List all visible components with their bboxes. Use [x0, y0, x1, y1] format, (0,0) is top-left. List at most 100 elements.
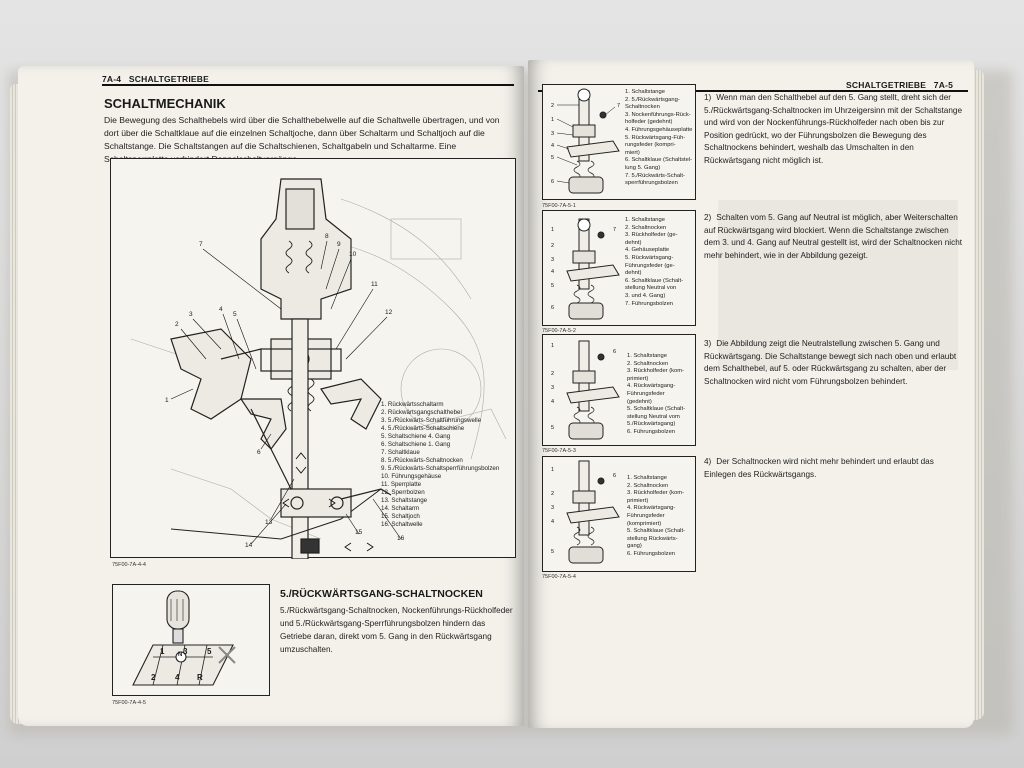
legend-item: lung 5. Gang) — [625, 164, 661, 171]
callout-1: 1 — [165, 397, 169, 404]
paragraph-3: 3) Die Abbildung zeigt die Neutralstellu… — [704, 338, 964, 388]
legend-item: 4. Rückwärtsgang- — [627, 383, 676, 390]
svg-text:6: 6 — [551, 179, 554, 185]
svg-text:6: 6 — [613, 349, 616, 355]
svg-text:4: 4 — [551, 269, 554, 275]
legend-item: gang) — [627, 543, 642, 550]
legend-item: 6. Schaltschiene 1. Gang — [381, 441, 451, 448]
svg-text:2: 2 — [551, 243, 554, 249]
figure-code: 75F00-7A-5-3 — [542, 448, 576, 454]
legend-item: 5./Rückwärtsgang) — [627, 421, 676, 428]
callout-10: 10 — [349, 251, 357, 258]
paragraph-1: 1) Wenn man den Schalthebel auf den 5. G… — [704, 92, 964, 168]
shift-pattern-figure: 1 3 5 2 4 R N — [112, 584, 270, 696]
paragraph-number: 2) — [704, 213, 712, 222]
shift-pattern-drawing — [132, 590, 236, 686]
main-figure: 1 2 3 4 5 6 7 8 9 10 11 12 13 14 15 16 1… — [110, 158, 516, 560]
gear-1-label: 1 — [160, 647, 165, 656]
callout-5: 5 — [233, 311, 237, 318]
cam-drawing-3: 123 456 — [551, 340, 620, 440]
gear-4-label: 4 — [175, 673, 180, 682]
callout-14: 14 — [245, 542, 253, 549]
paragraph-text: Schalten vom 5. Gang auf Neutral ist mög… — [704, 213, 963, 260]
legend-item: holfeder (gedehnt) — [625, 119, 673, 126]
legend-item: 1. Schaltstange — [625, 89, 665, 95]
figure-code: 75F00-7A-5-1 — [542, 203, 576, 209]
callout-15: 15 — [355, 529, 363, 536]
legend-item: 4. Rückwärtsgang- — [627, 505, 676, 512]
main-figure-legend: 1. Rückwärtsschaltarm 2. Rückwärtsgangsc… — [381, 401, 499, 529]
legend-item: 1. Schaltstange — [625, 217, 665, 223]
svg-text:7: 7 — [613, 227, 616, 233]
legend-item: 4. Führungsgehäuseplatte — [625, 126, 693, 133]
callout-8: 8 — [325, 233, 329, 240]
callout-3: 3 — [189, 311, 193, 318]
legend-item: 2. Rückwärtsgangschalthebel — [381, 409, 462, 416]
legend-item: 12. Sperrbolzen — [381, 489, 425, 496]
header-rule — [102, 84, 514, 86]
legend-item: 2. 5./Rückwärtsgang- — [625, 96, 680, 103]
legend-item: 5. Rückwärtsgang- — [625, 254, 674, 261]
legend-item: Führungsfeder — [627, 390, 665, 397]
svg-text:4: 4 — [551, 399, 554, 405]
legend-item: stellung Neutral von — [625, 285, 677, 292]
svg-text:4: 4 — [551, 519, 554, 525]
callout-7: 7 — [199, 241, 203, 248]
callout-13: 13 — [265, 519, 273, 526]
legend-item: 1. Schaltstange — [627, 353, 667, 359]
svg-text:2: 2 — [551, 103, 554, 109]
figure-code: 75F00-7A-4-4 — [112, 562, 146, 568]
legend-item: stellung Rückwärts- — [627, 535, 678, 542]
legend-item: 11. Sperrplatte — [381, 481, 422, 488]
legend-item: miert) — [625, 149, 640, 156]
callout-2: 2 — [175, 321, 179, 328]
legend-item: 6. Führungsbolzen — [627, 550, 676, 557]
gear-2-label: 2 — [151, 673, 156, 682]
svg-text:5: 5 — [551, 425, 554, 431]
legend-item: 1. Schaltstange — [627, 475, 667, 481]
paragraph-number: 1) — [704, 93, 712, 102]
legend-item: dehnt) — [625, 270, 642, 277]
legend-item: 3. Rückholfeder (ge- — [625, 232, 678, 239]
svg-text:7: 7 — [617, 103, 620, 109]
legend-item: 7. Schaltklaue — [381, 449, 420, 456]
legend-item: 3. 5./Rückwärts-Schaltführungswelle — [381, 417, 482, 424]
legend-item: 9. 5./Rückwärts-Schaltsperrführungsbolze… — [381, 465, 500, 472]
svg-text:2: 2 — [551, 491, 554, 497]
svg-text:5: 5 — [551, 283, 554, 289]
paragraph-text: Der Schaltnocken wird nicht mehr behinde… — [704, 457, 934, 479]
svg-text:1: 1 — [551, 117, 554, 123]
svg-text:1: 1 — [551, 467, 554, 473]
legend-item: 16. Schaltwelle — [381, 521, 423, 528]
paragraph-text: Die Abbildung zeigt die Neutralstellung … — [704, 339, 957, 386]
right-page-header: SCHALTGETRIEBE 7A-5 — [846, 80, 953, 90]
subsection-paragraph: 5./Rückwärtsgang-Schaltnocken, Nockenfüh… — [280, 606, 513, 654]
paragraph-number: 3) — [704, 339, 712, 348]
svg-text:5: 5 — [551, 155, 554, 161]
page-number: 7A-4 — [102, 74, 122, 84]
legend-item: 3. Rückholfeder (kom- — [627, 490, 685, 497]
figure-code: 75F00-7A-5-2 — [542, 328, 576, 334]
legend-item: 1. Rückwärtsschaltarm — [381, 401, 444, 408]
svg-text:3: 3 — [551, 505, 554, 511]
legend-item: 6. Führungsbolzen — [627, 428, 676, 435]
callout-4: 4 — [219, 306, 223, 313]
legend-item: Führungsfeder — [627, 512, 665, 519]
legend-item: 3. Rückholfeder (kom- — [627, 368, 685, 375]
svg-text:2: 2 — [551, 371, 554, 377]
left-page: 7A-4 SCHALTGETRIEBE SCHALTMECHANIK Die B… — [18, 66, 524, 726]
gear-r-label: R — [197, 673, 203, 682]
cam-drawing-4: 123 456 — [551, 460, 620, 564]
legend-item: rungsfeder (kompri- — [625, 142, 676, 149]
paragraph-2: 2) Schalten vom 5. Gang auf Neutral ist … — [704, 212, 964, 262]
bleed-through — [718, 200, 958, 370]
legend-item: (gedehnt) — [627, 398, 652, 405]
gear-n-label: N — [178, 652, 183, 658]
svg-text:1: 1 — [551, 227, 554, 233]
figure-legend: 1. Schaltstange 2. Schaltnocken 3. Rückh… — [627, 353, 685, 437]
legend-item: sperrführungsbolzen — [625, 180, 678, 187]
